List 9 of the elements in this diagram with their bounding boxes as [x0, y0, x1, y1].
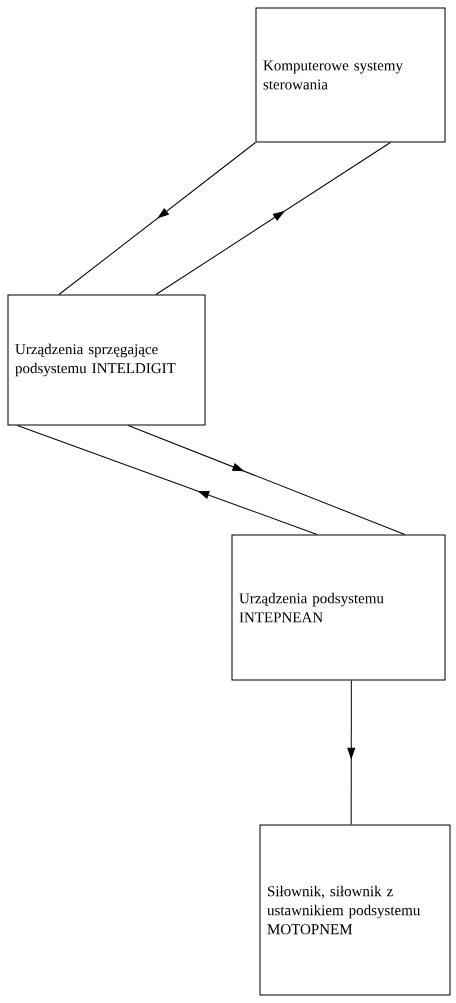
arrow [127, 425, 406, 535]
process-box: Komputerowe systemy sterowania [255, 7, 446, 143]
arrow [347, 680, 356, 825]
arrow [16, 425, 318, 535]
arrow [155, 142, 391, 295]
process-box: Urządzenia podsystemu INTEPNEAN [231, 534, 446, 681]
arrow [58, 142, 256, 295]
process-box: Urządzenia sprzęgające podsystemu INTELDIGIT [7, 294, 206, 426]
process-box: Siłownik, siłownik z ustawnikiem podsystemu MOTOPNEM [259, 824, 451, 996]
